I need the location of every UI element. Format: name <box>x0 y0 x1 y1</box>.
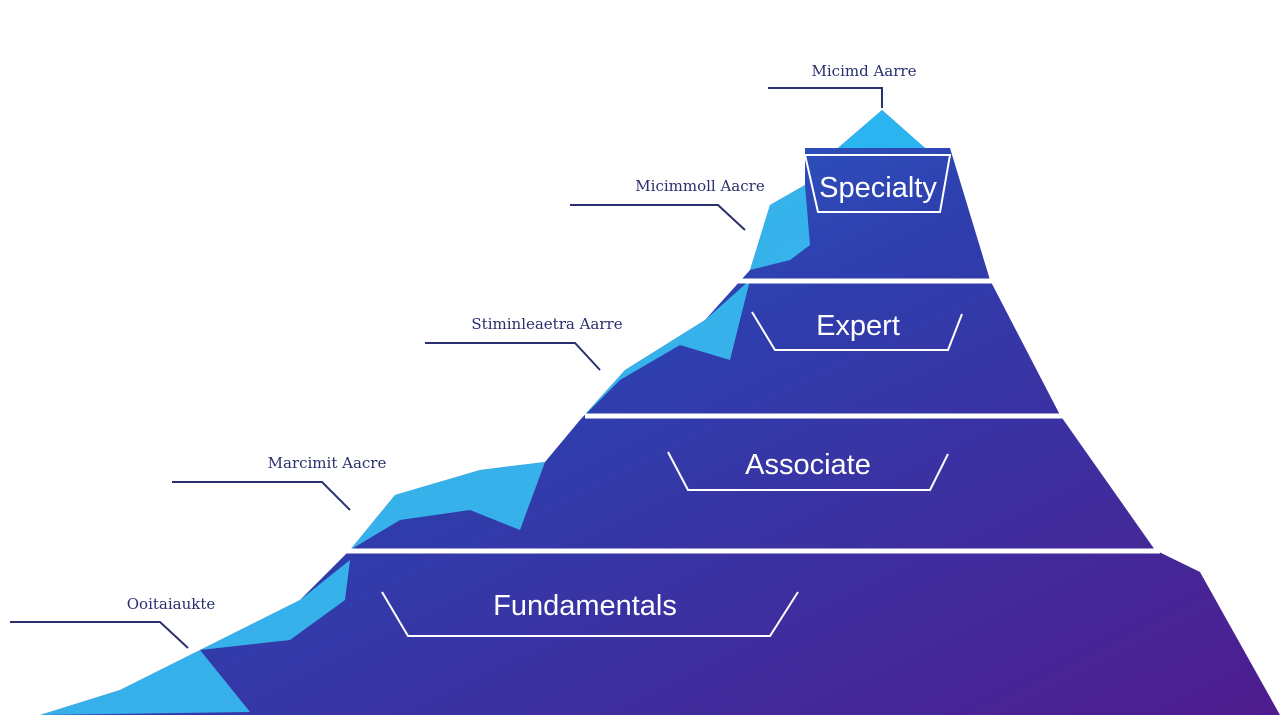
label-frames <box>381 154 963 637</box>
mountain-body <box>40 110 1280 715</box>
tier-dividers <box>345 278 1160 554</box>
tier-label-fundamentals: Fundamentals <box>493 590 677 622</box>
tier-label-specialty: Specialty <box>819 172 937 204</box>
summit-cap <box>838 110 925 148</box>
callout-label-1: Micimd Aarre <box>812 62 917 80</box>
tier-label-expert: Expert <box>816 310 900 342</box>
tier-label-associate: Associate <box>745 449 871 481</box>
callout-label-2: Micimmoll Aacre <box>635 177 765 195</box>
callout-lines <box>10 87 883 649</box>
slope-highlights <box>40 185 810 715</box>
callout-label-4: Marcimit Aacre <box>268 454 387 472</box>
callout-label-5: Ooitaiaukte <box>127 595 216 613</box>
callout-label-3: Stiminleaetra Aarre <box>471 315 622 333</box>
